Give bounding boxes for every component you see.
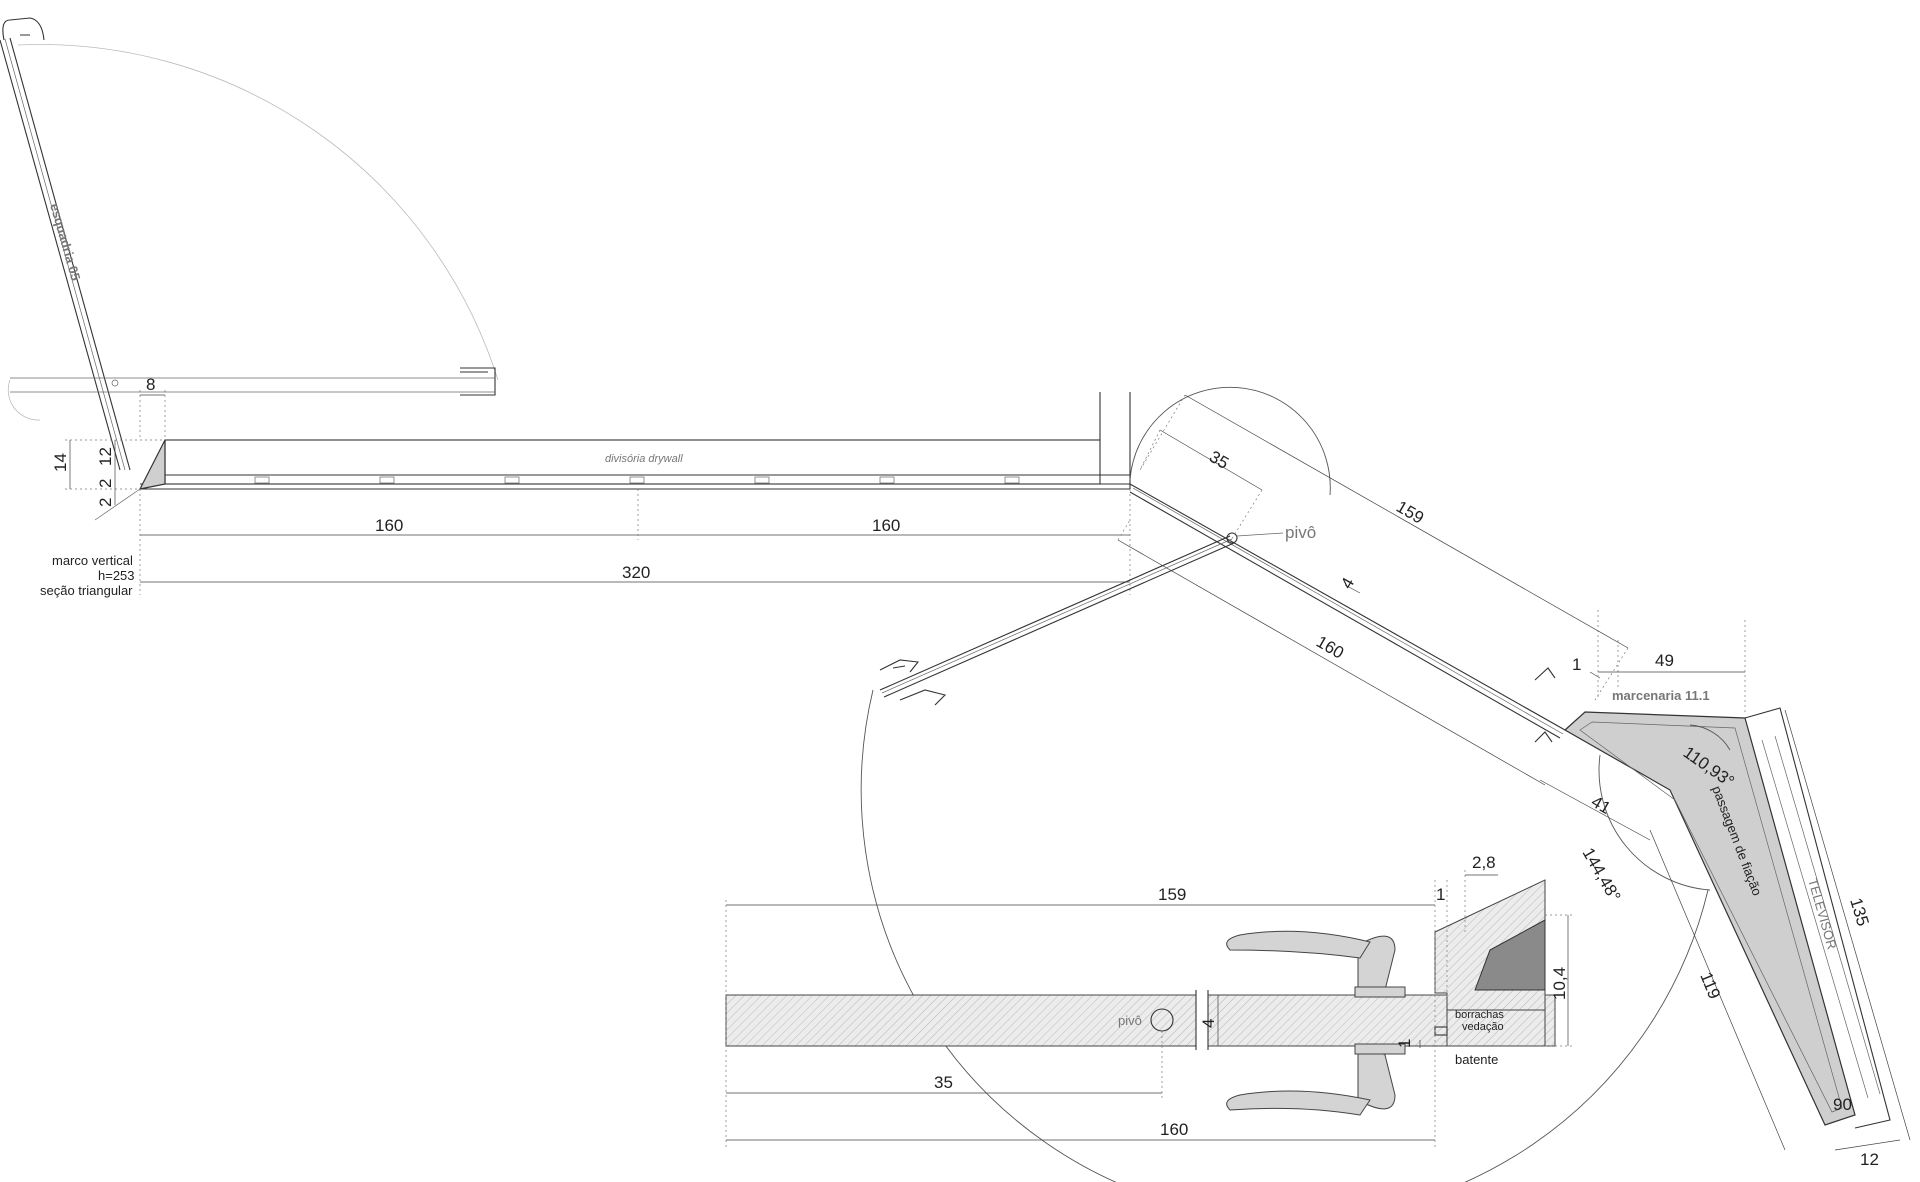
joinery-tv-group: marcenaria 11.1 passagem de fiação TELEV… — [1563, 688, 1891, 1129]
detail-dim-2-8: 2,8 — [1472, 853, 1496, 872]
detail-dim-1b: 1 — [1395, 1039, 1414, 1048]
detail-dim-159: 159 — [1158, 885, 1186, 904]
drywall-studs — [254, 476, 1020, 484]
dim-320: 320 — [622, 563, 650, 582]
dim-1: 1 — [1572, 655, 1581, 674]
dim-4: 4 — [1337, 574, 1358, 592]
dim-2b: 2 — [96, 498, 115, 507]
dim-49: 49 — [1655, 651, 1674, 670]
dim-14: 14 — [51, 453, 70, 472]
dim-8: 8 — [146, 375, 155, 394]
frame-note-1: marco vertical — [52, 553, 133, 568]
pivot-door-dimensions: 35 159 4 160 1 — [1117, 394, 1629, 786]
left-dimensions: 8 14 12 2 2 160 160 320 marco vertical h… — [40, 375, 1131, 598]
seals-label-1: borrachas — [1455, 1009, 1504, 1021]
dim-160-a: 160 — [375, 516, 403, 535]
stop-label: batente — [1455, 1052, 1498, 1067]
pivot-detail-label: pivô — [1118, 1013, 1142, 1028]
detail-dim-35: 35 — [934, 1073, 953, 1092]
detail-dim-10-4: 10,4 — [1550, 967, 1569, 1000]
detail-dimensions: 159 1 2,8 10,4 4 1 35 160 — [725, 853, 1575, 1150]
joinery-label: marcenaria 11.1 — [1612, 688, 1710, 703]
pivot-door-group: pivô — [860, 386, 1709, 1182]
angle-144-label: 144,48° — [1579, 845, 1625, 905]
detail-dim-4: 4 — [1199, 1019, 1218, 1028]
frame-left-label: esquadria 05 — [47, 202, 83, 283]
drywall-wall-group: divisória drywall — [138, 392, 1131, 490]
dim-159: 159 — [1393, 497, 1427, 528]
seals-label-2: vedação — [1462, 1021, 1504, 1033]
dim-2a: 2 — [96, 479, 115, 488]
detail-drawing-group: pivô borrachas vedação batente — [725, 879, 1556, 1116]
frame-note-2: h=253 — [98, 568, 135, 583]
detail-dim-160: 160 — [1160, 1120, 1188, 1139]
dim-160-c: 160 — [1313, 632, 1347, 663]
dim-135: 135 — [1846, 896, 1872, 929]
frame-note-3: seção triangular — [40, 583, 133, 598]
dim-35: 35 — [1206, 447, 1232, 473]
detail-dim-1a: 1 — [1436, 885, 1445, 904]
dim-160-b: 160 — [872, 516, 900, 535]
dim-119: 119 — [1696, 969, 1724, 1001]
dim-12: 12 — [96, 447, 115, 466]
dim-41: 41 — [1588, 792, 1614, 818]
drywall-label: divisória drywall — [605, 453, 683, 465]
pivot-main-label: pivô — [1285, 523, 1316, 542]
left-door-group: esquadria 05 — [0, 17, 499, 471]
dim-90: 90 — [1833, 1095, 1852, 1114]
dim-12-b: 12 — [1860, 1150, 1879, 1169]
